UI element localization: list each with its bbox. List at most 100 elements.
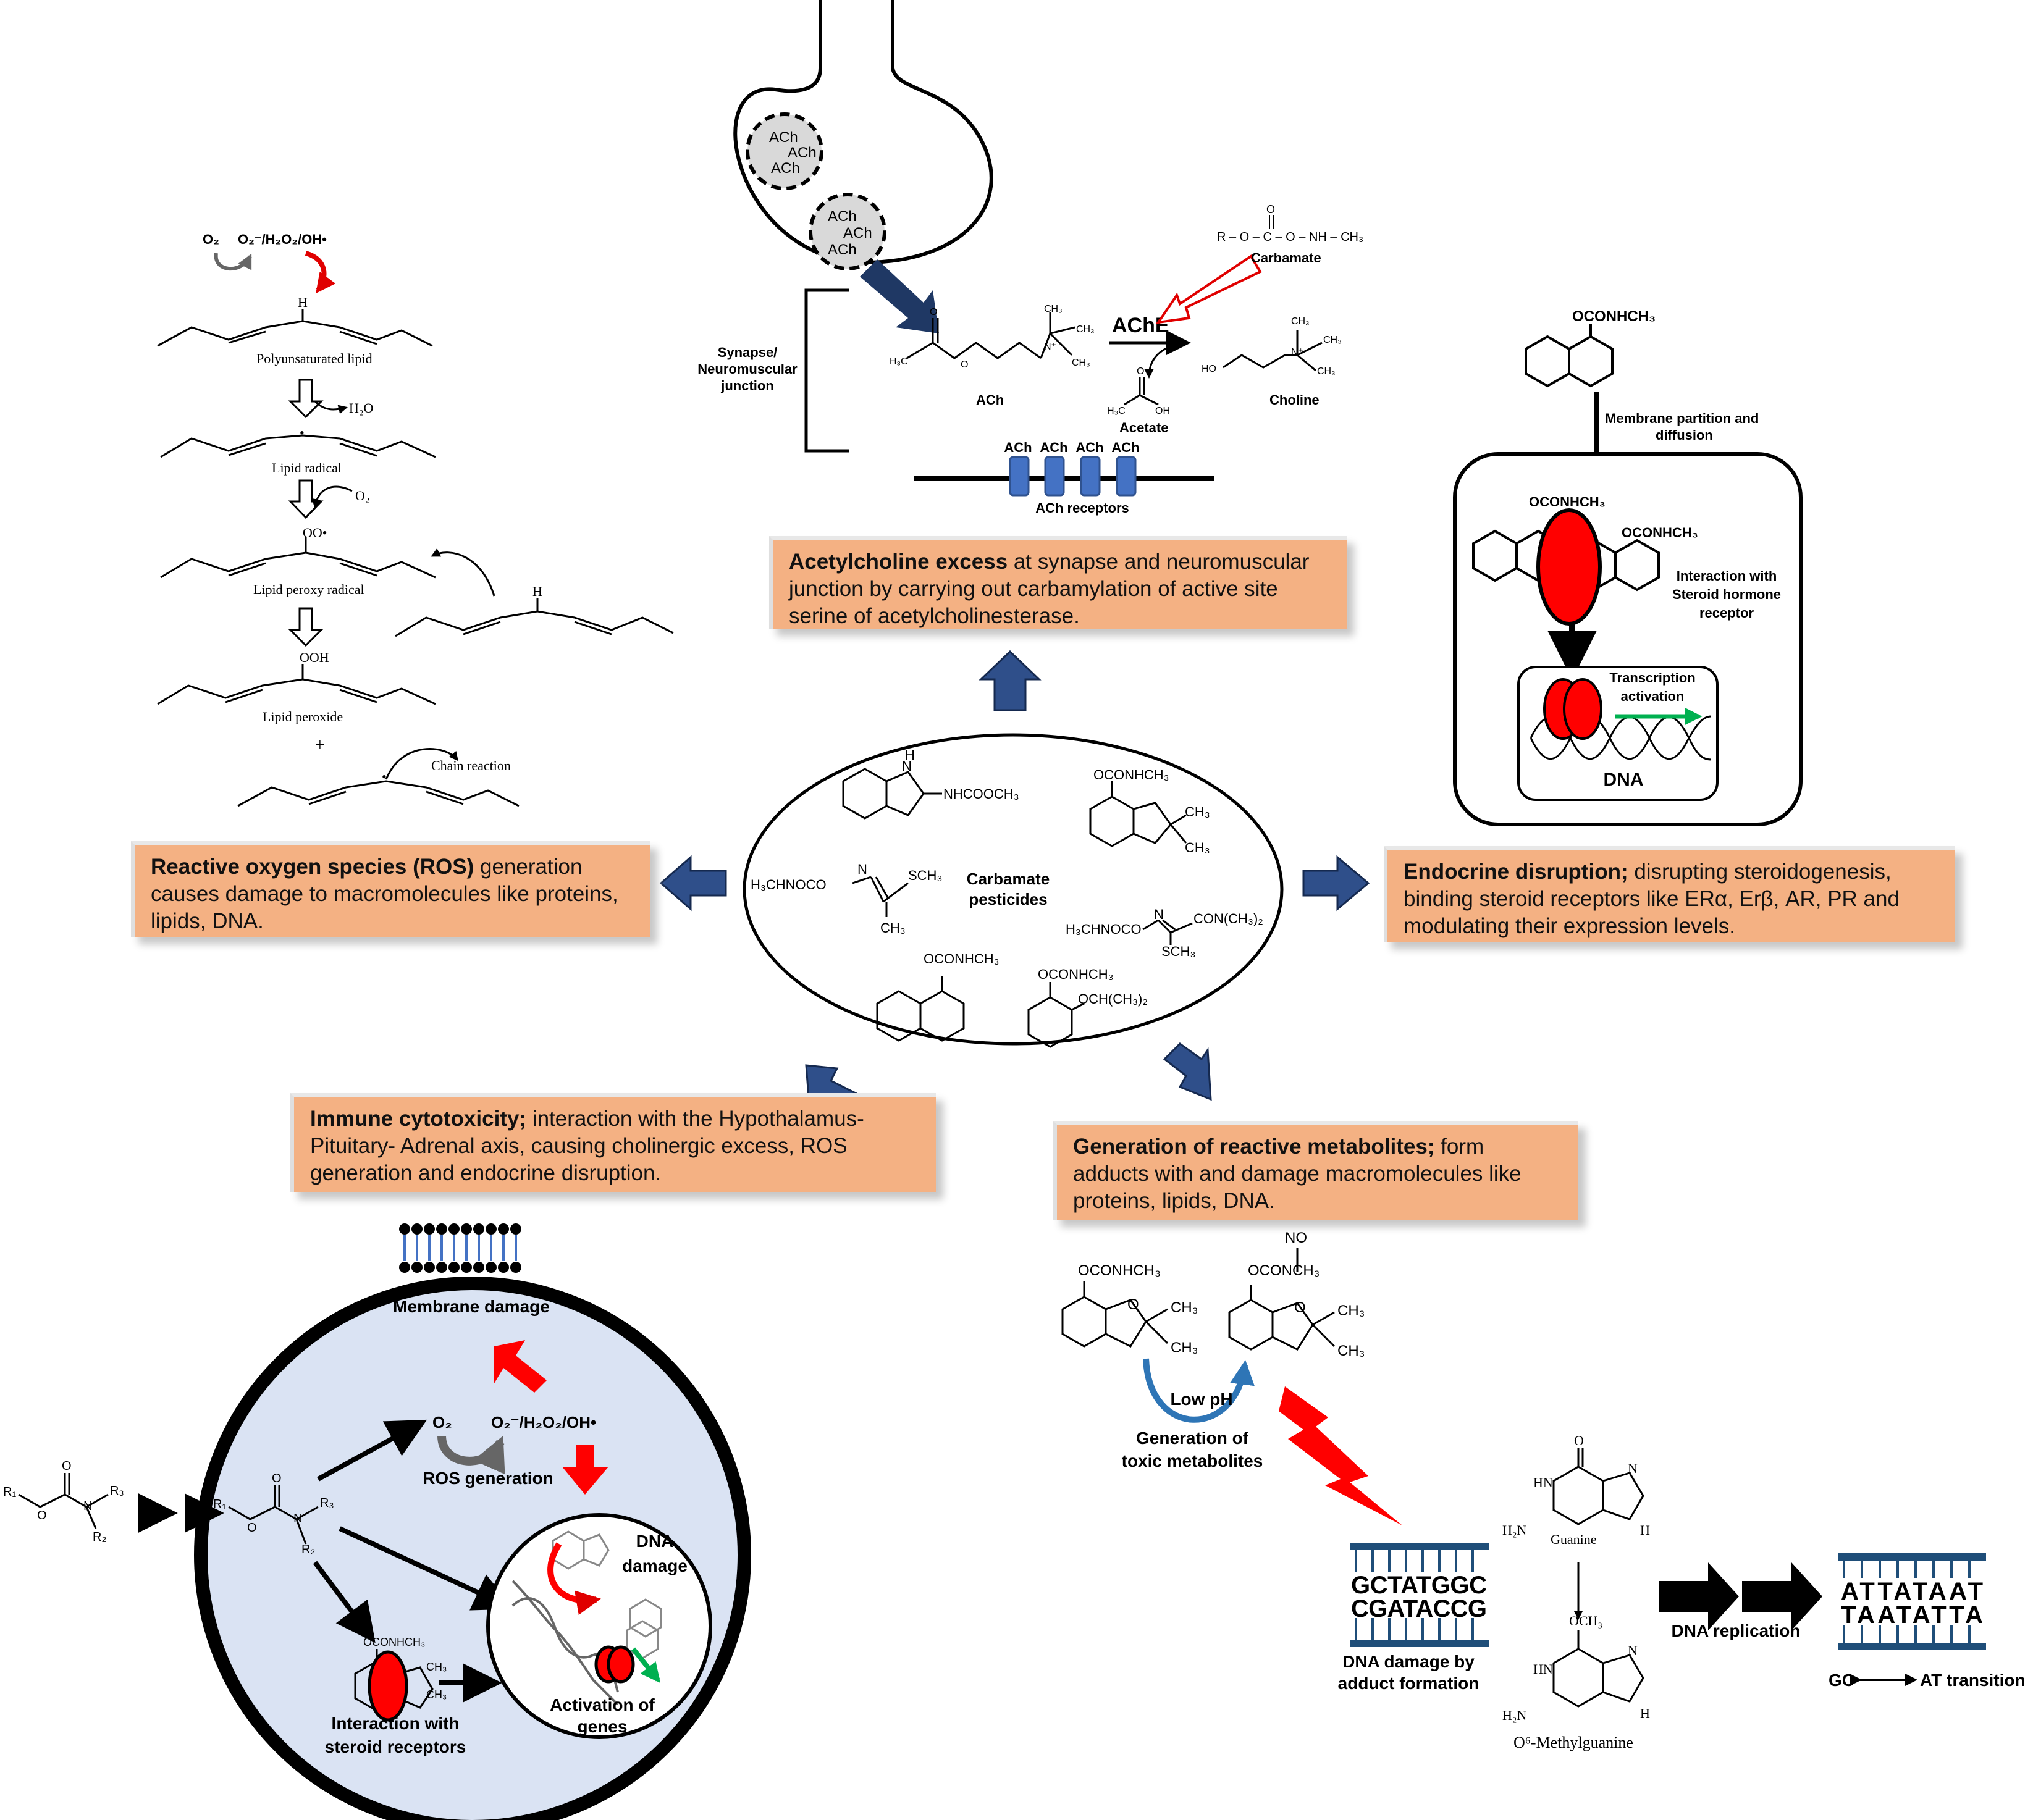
replication-arrow — [1659, 1562, 1739, 1630]
nucleus-dna-label: DNA — [1604, 770, 1644, 790]
metabolite-no: NO — [1285, 1230, 1307, 1246]
oxamyl-n: N — [1154, 907, 1164, 922]
acetate-h3c: H₃C — [1107, 406, 1126, 416]
cell-ros-label: O₂⁻/H₂O₂/OH• — [491, 1413, 596, 1432]
replication-arrow — [1742, 1562, 1822, 1630]
ros-attack-arrow — [305, 251, 336, 294]
carbofuran-ch3: CH₃ — [1185, 840, 1210, 855]
o-label: O — [247, 1521, 257, 1535]
carbofuran-group: OCONHCH₃ — [1093, 767, 1169, 782]
polyunsaturated-label: Polyunsaturated lipid — [256, 351, 373, 366]
synapse-panel: ACh ACh ACh ACh ACh ACh Synapse/ Neuromu… — [697, 0, 1363, 516]
n-label: N — [293, 1512, 302, 1525]
r2-label: R₂ — [301, 1543, 315, 1556]
plus-label: + — [315, 736, 325, 755]
acetylcholine-excess-box: Acetylcholine excess at synapse and neur… — [769, 536, 1347, 629]
carbamate-inhibitor-arrow — [1155, 254, 1262, 324]
ros-generation-label: ROS generation — [423, 1469, 553, 1488]
receptor-tag: ACh — [1040, 440, 1067, 455]
ach-o2: O — [961, 359, 968, 370]
donor-lipid-chain — [395, 610, 674, 637]
acetate-label: Acetate — [1119, 420, 1168, 435]
mut-dna-bar-bottom — [1838, 1643, 1986, 1650]
guanine-hn: HN — [1533, 1475, 1553, 1490]
n-label: N — [83, 1499, 92, 1513]
carbamate-o: O — [1266, 203, 1275, 216]
to-receptor-arrow — [313, 1561, 376, 1643]
synapse-label: Neuromuscular — [697, 361, 798, 377]
dna-bar-bottom — [1350, 1640, 1489, 1647]
vesicle-2 — [809, 193, 886, 270]
choline-label: Choline — [1269, 392, 1320, 408]
interaction-label: Steroid hormone — [1672, 587, 1781, 602]
guanine-n: N — [1628, 1461, 1638, 1476]
arrow-up — [979, 650, 1042, 711]
dna-damage-arrow — [547, 1542, 601, 1615]
interaction-label: receptor — [1699, 605, 1754, 621]
h2o-release-arrow — [314, 400, 348, 414]
guanine-h2n: H₂N — [1502, 1522, 1527, 1538]
methomyl-n: N — [857, 862, 867, 877]
acetate-molecule — [1124, 377, 1159, 406]
box-bold: Reactive oxygen species (ROS) — [151, 855, 474, 879]
metabolite-ch3: CH₃ — [1171, 1299, 1198, 1316]
mut-top-strand: ATTATAAT — [1841, 1578, 1983, 1605]
h2o-label: H₂O — [349, 400, 373, 416]
step-arrow — [288, 479, 324, 519]
o-label: O — [62, 1459, 72, 1473]
ach-receptors-label: ACh receptors — [1035, 500, 1129, 516]
box-bold: Generation of reactive metabolites; — [1073, 1134, 1435, 1159]
methomyl-sch3: SCH₃ — [908, 868, 942, 883]
acetate-oh: OH — [1155, 406, 1170, 416]
to-ros-arrow — [317, 1419, 427, 1482]
dna-damage-label: DNA — [636, 1532, 674, 1551]
endocrine-panel: OCONHCH₃ Membrane partition and diffusio… — [1453, 308, 1803, 826]
oo-label: OO• — [303, 525, 327, 540]
generation-label: toxic metabolites — [1122, 1451, 1263, 1470]
o2b-label: O₂ — [355, 488, 370, 503]
ros-to-dna-arrow — [562, 1445, 608, 1495]
carbamate-pesticides-hub: H N NHCOOCH₃ OCONHCH₃ CH₃ CH₃ H₃CHNOCO N… — [743, 733, 1284, 1048]
endocrine-disruption-box: Endocrine disruption; disrupting steroid… — [1384, 846, 1955, 942]
benzimidazole-n: N — [902, 758, 912, 774]
interaction-label: Interaction with — [1677, 568, 1777, 584]
abstraction-arrow — [431, 548, 495, 597]
receptor-red-ellipse — [1536, 508, 1602, 626]
methomyl-left: H₃CHNOCO — [751, 877, 827, 892]
guanine-label: Guanine — [1551, 1532, 1597, 1547]
ros-label: O₂⁻/H₂O₂/OH• — [238, 232, 327, 247]
metabolite-left-group: OCONHCH₃ — [1078, 1262, 1161, 1279]
center-ellipse — [743, 733, 1284, 1046]
vesicle-1-label: ACh — [769, 129, 798, 146]
radical-dot-2: • — [382, 769, 387, 784]
metabolite-ch3: CH₃ — [1171, 1340, 1198, 1356]
step-arrow — [288, 379, 324, 419]
dna-damage-adduct-label: adduct formation — [1338, 1674, 1480, 1693]
methomyl-ch3: CH₃ — [880, 920, 906, 936]
ros-generation-box: Reactive oxygen species (ROS) generation… — [131, 841, 650, 937]
steroid-carbamate-group: OCONHCH₃ — [363, 1636, 425, 1648]
lipid-peroxide-chain — [157, 678, 436, 705]
arrow-down-right — [1163, 1042, 1212, 1101]
mut-bottom-strand: TAATATTA — [1841, 1601, 1983, 1629]
transcription-label: activation — [1621, 689, 1685, 704]
polyunsaturated-lipid — [157, 320, 433, 347]
membrane-damage-arrow — [494, 1340, 547, 1393]
ooh-label: OOH — [300, 650, 329, 665]
oxamyl-con: CON(CH₃)₂ — [1193, 911, 1263, 926]
chain-reaction-label: Chain reaction — [431, 758, 511, 773]
methylguanine-n: N — [1628, 1643, 1638, 1658]
radical-dot: • — [300, 425, 305, 440]
membrane-partition-label: diffusion — [1656, 427, 1713, 443]
r1-label: R₁ — [3, 1485, 16, 1499]
metabolite-o: O — [1127, 1296, 1139, 1313]
mut-dna-bar-top — [1838, 1553, 1986, 1561]
chain-reaction-arrow — [385, 748, 458, 780]
r3-label: R₃ — [320, 1496, 334, 1510]
oxamyl-left: H₃CHNOCO — [1066, 921, 1142, 937]
ach-ch3: CH₃ — [1044, 304, 1063, 314]
ach-h3c: H₃C — [890, 356, 908, 367]
guanine-o: O — [1574, 1433, 1584, 1448]
h-label: H — [298, 295, 308, 310]
